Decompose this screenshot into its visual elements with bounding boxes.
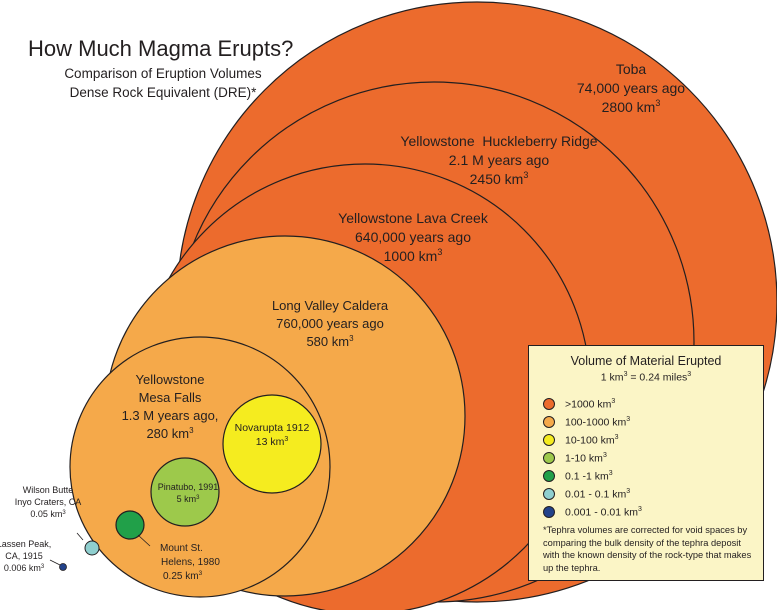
st-helens-leader bbox=[137, 534, 151, 547]
novarupta-circle bbox=[222, 394, 322, 494]
legend-item-0.001-0.01: 0.001 - 0.01 km3 bbox=[543, 504, 642, 520]
subtitle-line-2: Dense Rock Equivalent (DRE)* bbox=[69, 85, 257, 100]
st-helens-name-line1: Mount St. bbox=[160, 543, 203, 554]
toba-volume: 2800 km3 bbox=[602, 98, 661, 115]
legend-conversion: 1 km3 = 0.24 miles3 bbox=[529, 371, 763, 384]
mesa-falls-volume: 280 km3 bbox=[146, 426, 194, 441]
long-valley-volume: 580 km3 bbox=[306, 334, 354, 349]
huckleberry-volume: 2450 km3 bbox=[470, 170, 529, 187]
wilson-butte-leader bbox=[76, 532, 84, 541]
novarupta-volume: 13 km3 bbox=[256, 436, 289, 448]
conversion-sup-1: 3 bbox=[623, 371, 628, 378]
toba-name: Toba bbox=[616, 61, 647, 77]
legend-label-sup: 3 bbox=[614, 433, 619, 441]
page-subtitle: Comparison of Eruption Volumes Dense Roc… bbox=[38, 64, 288, 102]
pinatubo-circle bbox=[150, 457, 220, 527]
legend-title: Volume of Material Erupted bbox=[570, 354, 722, 368]
legend-swatch bbox=[543, 398, 555, 410]
wilson-butte-name-line2: Inyo Craters, CA bbox=[15, 497, 82, 507]
toba-age: 74,000 years ago bbox=[577, 80, 685, 96]
legend-item-0.01-0.1: 0.01 - 0.1 km3 bbox=[543, 486, 630, 502]
legend-item-10-100: 10-100 km3 bbox=[543, 432, 619, 448]
legend-label-sup: 3 bbox=[626, 415, 631, 423]
legend-label-sup: 3 bbox=[611, 397, 616, 405]
lassen-volume: 0.006 km3 bbox=[4, 563, 45, 573]
mesa-falls-age: 1.3 M years ago, bbox=[122, 408, 219, 423]
st-helens-volume: 0.25 km3 bbox=[163, 570, 203, 582]
pinatubo-name: Pinatubo, 1991 bbox=[158, 482, 219, 492]
st-helens-circle bbox=[115, 510, 145, 540]
conversion-suffix: = 0.24 miles bbox=[627, 371, 688, 384]
huckleberry-age: 2.1 M years ago bbox=[449, 152, 550, 168]
long-valley-age: 760,000 years ago bbox=[276, 316, 384, 331]
lassen-name-line2: CA, 1915 bbox=[5, 551, 43, 561]
mesa-falls-name-line1: Yellowstone bbox=[136, 372, 205, 387]
legend-label-text: 0.01 - 0.1 km bbox=[565, 488, 627, 501]
legend-swatch bbox=[543, 434, 555, 446]
legend-footnote: *Tephra volumes are corrected for void s… bbox=[543, 525, 752, 573]
legend-label-sup: 3 bbox=[602, 451, 607, 459]
legend-label-text: 10-100 km bbox=[565, 434, 615, 447]
wilson-butte-name-line1: Wilson Butte bbox=[23, 485, 74, 495]
lassen-leader bbox=[49, 559, 61, 566]
legend-label-text: >1000 km bbox=[565, 398, 612, 411]
legend-label: 0.1 -1 km3 bbox=[565, 470, 613, 483]
lava-creek-volume: 1000 km3 bbox=[384, 247, 443, 264]
legend-label: 10-100 km3 bbox=[565, 434, 619, 447]
lava-creek-name: Yellowstone Lava Creek bbox=[338, 210, 489, 226]
legend-swatch bbox=[543, 470, 555, 482]
legend-label-text: 0.001 - 0.01 km bbox=[565, 506, 638, 519]
legend-item-100-1000: 100-1000 km3 bbox=[543, 414, 630, 430]
long-valley-name: Long Valley Caldera bbox=[272, 298, 389, 313]
legend-label: >1000 km3 bbox=[565, 398, 615, 411]
legend-label: 1-10 km3 bbox=[565, 452, 607, 465]
lava-creek-age: 640,000 years ago bbox=[355, 229, 471, 245]
legend-label: 0.01 - 0.1 km3 bbox=[565, 488, 630, 501]
legend-label-sup: 3 bbox=[637, 505, 642, 513]
legend-label: 100-1000 km3 bbox=[565, 416, 630, 429]
legend-label-text: 100-1000 km bbox=[565, 416, 627, 429]
huckleberry-name: Yellowstone Huckleberry Ridge bbox=[400, 133, 597, 149]
wilson-butte-volume: 0.05 km3 bbox=[30, 509, 66, 519]
novarupta-name: Novarupta 1912 bbox=[235, 422, 310, 434]
page-title: How Much Magma Erupts? bbox=[28, 36, 294, 61]
legend: Volume of Material Erupted 1 km3 = 0.24 … bbox=[528, 345, 764, 581]
legend-item-0.1-1: 0.1 -1 km3 bbox=[543, 468, 613, 484]
pinatubo-volume: 5 km3 bbox=[177, 494, 201, 504]
legend-item-1-10: 1-10 km3 bbox=[543, 450, 607, 466]
st-helens-name-line2: Helens, 1980 bbox=[161, 557, 220, 568]
wilson-butte-circle bbox=[84, 540, 100, 556]
legend-label-sup: 3 bbox=[626, 487, 631, 495]
subtitle-line-1: Comparison of Eruption Volumes bbox=[64, 66, 262, 81]
legend-label-text: 0.1 -1 km bbox=[565, 470, 609, 483]
legend-swatch bbox=[543, 488, 555, 500]
legend-label-sup: 3 bbox=[608, 469, 613, 477]
legend-swatch bbox=[543, 416, 555, 428]
mesa-falls-name-line2: Mesa Falls bbox=[139, 390, 202, 405]
legend-label: 0.001 - 0.01 km3 bbox=[565, 506, 642, 519]
lassen-name-line1: Lassen Peak, bbox=[0, 539, 51, 549]
lassen-circle bbox=[59, 563, 67, 571]
legend-swatch bbox=[543, 452, 555, 464]
conversion-sup-2: 3 bbox=[687, 371, 692, 378]
conversion-prefix: 1 km bbox=[600, 371, 624, 384]
legend-label-text: 1-10 km bbox=[565, 452, 603, 465]
legend-swatch bbox=[543, 506, 555, 518]
legend-item-over-1000: >1000 km3 bbox=[543, 396, 615, 412]
